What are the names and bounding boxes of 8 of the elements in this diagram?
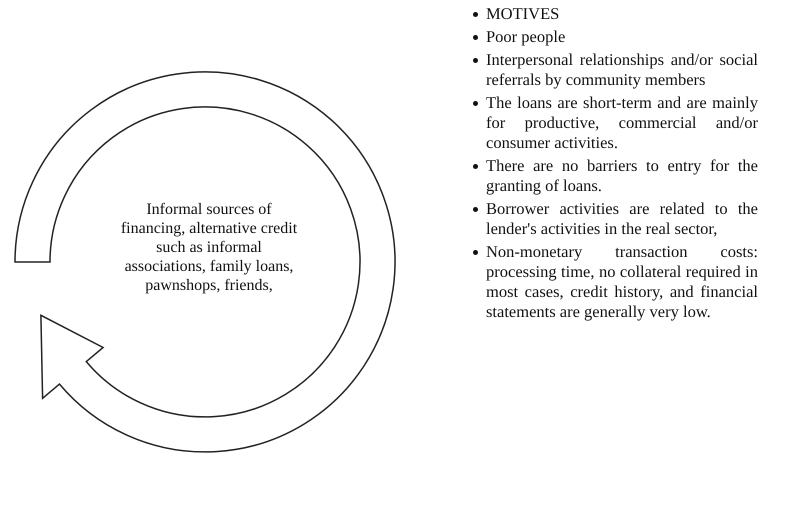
list-item-text: Non-monetary transaction costs: processing time, no collateral required in most cases, credit history, and financial statements are generally very low. <box>486 242 758 322</box>
list-item-text: MOTIVES <box>486 4 560 24</box>
list-item-text: There are no barriers to entry for the granting of loans. <box>486 156 758 196</box>
list-item-text: Borrower activities are related to the lender's activities in the real sector, <box>486 199 758 239</box>
list-item-text: Interpersonal relationships and/or social referrals by community members <box>486 50 758 90</box>
center-text: Informal sources of financing, alternative credit such as informal associations, family loans, pawnshops, friends, <box>120 200 298 295</box>
list-item-text: Poor people <box>486 27 566 47</box>
list-item-text: The loans are short-term and are mainly for productive, commercial and/or consumer activities. <box>486 93 758 153</box>
